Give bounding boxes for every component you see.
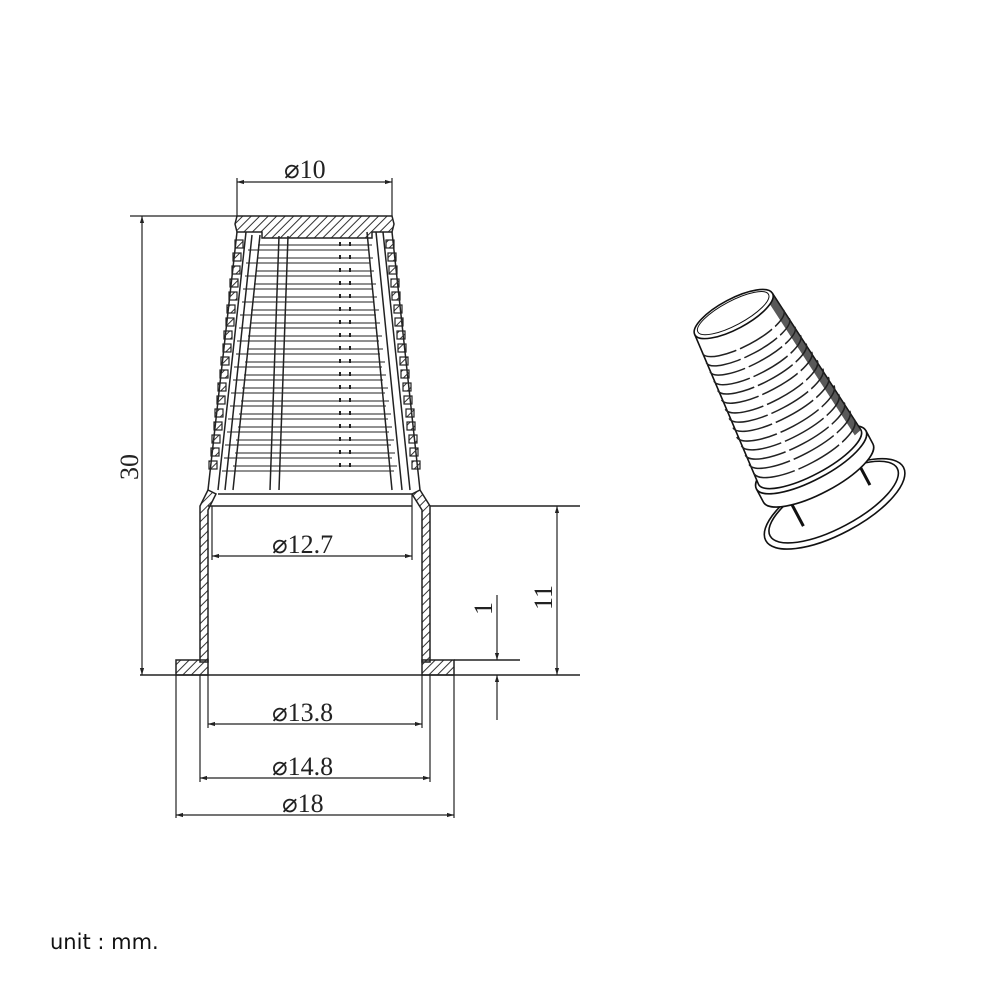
rib-squares [208, 239, 421, 470]
isometric-view [693, 288, 906, 550]
dimension-lines [130, 178, 560, 818]
dim-total-height: 30 [115, 454, 144, 480]
mesh-rings [222, 244, 397, 472]
cross-section-view [140, 215, 580, 676]
iso-top-cap [693, 288, 774, 340]
right-flange [421, 659, 455, 676]
top-cap [234, 215, 395, 239]
right-body-wall [410, 489, 431, 663]
dim-base-inner-diameter: ⌀13.8 [272, 698, 333, 727]
dim-top-diameter: ⌀10 [284, 155, 326, 184]
dim-flange-thickness: 1 [469, 602, 498, 615]
dim-flange-diameter: ⌀18 [282, 789, 324, 818]
dim-base-outer-diameter: ⌀14.8 [272, 752, 333, 781]
unit-label: unit : mm. [50, 930, 159, 954]
left-body-wall [199, 488, 218, 663]
left-flange [175, 659, 209, 676]
dim-inner-diameter: ⌀12.7 [272, 530, 333, 559]
dim-base-height: 11 [529, 585, 558, 610]
